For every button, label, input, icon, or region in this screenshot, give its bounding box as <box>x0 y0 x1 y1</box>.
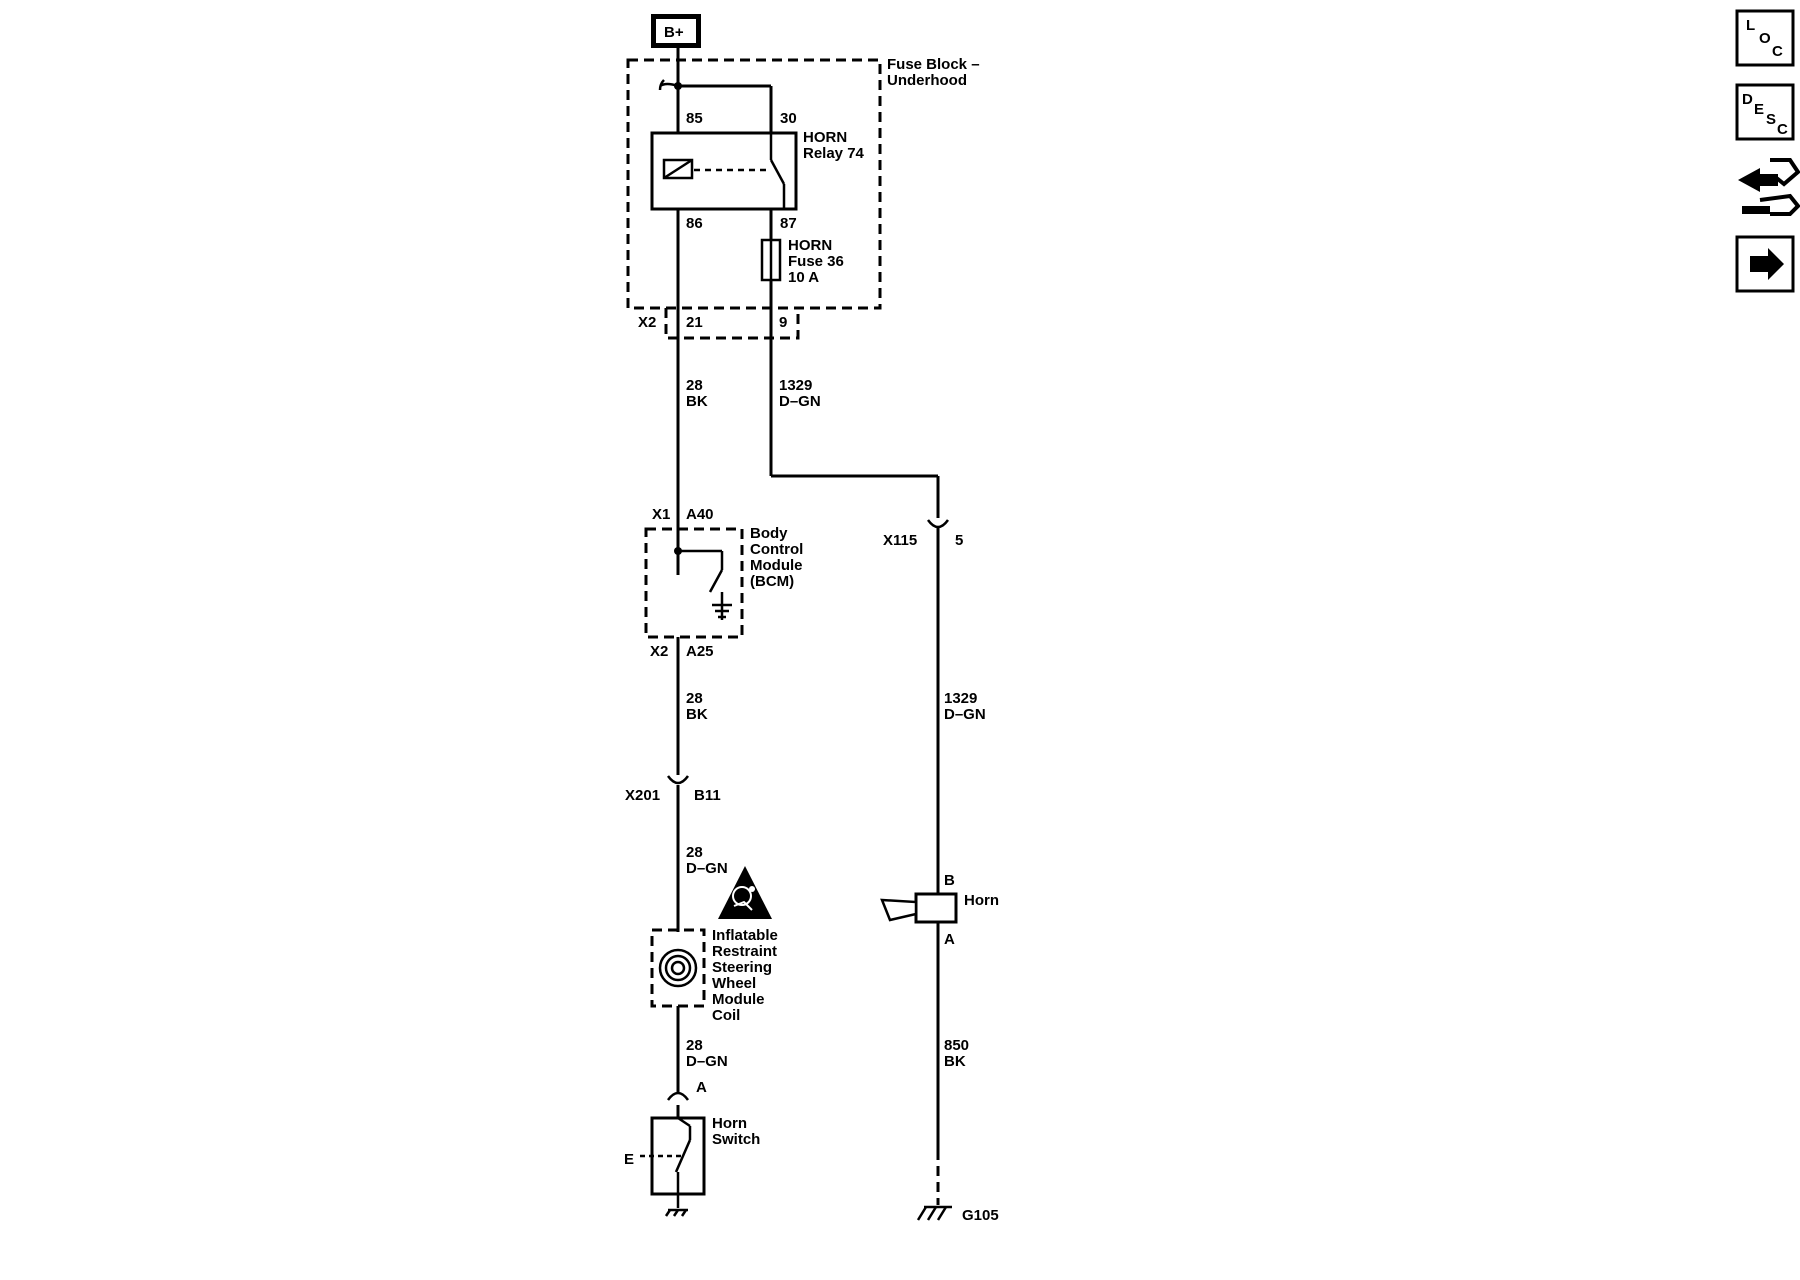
x2-top-connector: X2 <box>638 314 656 331</box>
wire-850-circuit: 850 <box>944 1037 969 1054</box>
wire-28-color-4: D–GN <box>686 1053 728 1070</box>
horn-switch-line1: Horn <box>712 1115 747 1132</box>
airbag-warning-icon <box>718 866 772 919</box>
x115-connector-icon <box>926 519 950 529</box>
fuse-block-outline <box>626 58 882 310</box>
relay-name: HORN <box>803 129 847 146</box>
loc-l: L <box>1746 17 1755 34</box>
bcm-line4: (BCM) <box>750 573 794 590</box>
wire-1329-color-2: D–GN <box>944 706 986 723</box>
wire-1329-circuit-2: 1329 <box>944 690 977 707</box>
battery-positive-source: B+ <box>651 14 701 48</box>
relay-pin-87: 87 <box>780 215 797 232</box>
fuse-id: Fuse 36 <box>788 253 844 270</box>
horn-relay <box>650 131 798 211</box>
horn-pin-b: B <box>944 872 955 889</box>
horn-icon <box>880 898 918 922</box>
x2-top-pin-21: 21 <box>686 314 703 331</box>
desc-s: S <box>1766 111 1776 128</box>
wire-28-color-1: BK <box>686 393 708 410</box>
bcm-a25: A25 <box>686 643 714 660</box>
x201-connector: X201 <box>625 787 660 804</box>
loc-o: O <box>1759 30 1771 47</box>
loc-button[interactable]: L O C <box>1735 9 1795 67</box>
relay-pin-85: 85 <box>686 110 703 127</box>
fuse-block-subtitle: Underhood <box>887 72 967 89</box>
coil-line6: Coil <box>712 1007 740 1024</box>
relay-id: Relay 74 <box>803 145 865 162</box>
wire-850-color: BK <box>944 1053 966 1070</box>
horn-switch-line2: Switch <box>712 1131 760 1148</box>
b-plus-label: B+ <box>664 24 684 41</box>
wire-28-circuit-1: 28 <box>686 377 703 394</box>
horn-switch-e-mark: E <box>624 1151 634 1168</box>
x201-pin: B11 <box>694 787 721 804</box>
clockspring-coil-icon <box>658 948 698 988</box>
horn-pin-a: A <box>944 931 955 948</box>
horn-switch-ground-icon <box>664 1194 688 1217</box>
horn-switch-connector-icon <box>666 1091 690 1101</box>
connector-pinout-icon <box>1738 158 1800 216</box>
ground-label: G105 <box>962 1207 999 1224</box>
x115-pin: 5 <box>955 532 963 549</box>
desc-d: D <box>1742 91 1753 108</box>
bcm-line3: Module <box>750 557 803 574</box>
wire-28-circuit-4: 28 <box>686 1037 703 1054</box>
relay-coil-icon <box>662 158 694 180</box>
coil-line1: Inflatable <box>712 927 778 944</box>
bcm-ground-icon <box>712 603 732 620</box>
bcm-x1: X1 <box>652 506 670 523</box>
horn-body <box>914 892 958 924</box>
bcm-line2: Control <box>750 541 803 558</box>
coil-line2: Restraint <box>712 943 777 960</box>
wire-28-circuit-2: 28 <box>686 690 703 707</box>
connector-pinout-button[interactable] <box>1738 158 1800 216</box>
coil-line5: Module <box>712 991 765 1008</box>
coil-line3: Steering <box>712 959 772 976</box>
wire-1329-color-1: D–GN <box>779 393 821 410</box>
x201-connector-icon <box>666 775 690 785</box>
loc-c: C <box>1772 43 1783 60</box>
fuse-block-title: Fuse Block – <box>887 56 980 73</box>
relay-pin-86: 86 <box>686 215 703 232</box>
fuse-rating: 10 A <box>788 269 819 286</box>
wire-28-color-3: D–GN <box>686 860 728 877</box>
x2-connector-outline <box>664 308 800 340</box>
wire-28-color-2: BK <box>686 706 708 723</box>
desc-button[interactable]: D E S C <box>1735 83 1795 141</box>
bcm-x2: X2 <box>650 643 668 660</box>
wire-1329-circuit-1: 1329 <box>779 377 812 394</box>
bcm-a40: A40 <box>686 506 714 523</box>
g105-ground-icon <box>916 1205 952 1221</box>
relay-pin-30: 30 <box>780 110 797 127</box>
bcm-outline <box>644 527 744 639</box>
wire-28-circuit-3: 28 <box>686 844 703 861</box>
desc-c: C <box>1777 121 1788 138</box>
x115-connector: X115 <box>883 532 917 549</box>
bcm-line1: Body <box>750 525 788 542</box>
desc-e: E <box>1754 101 1764 118</box>
x2-top-pin-9: 9 <box>779 314 787 331</box>
horn-label: Horn <box>964 892 999 909</box>
fuse-name: HORN <box>788 237 832 254</box>
coil-line4: Wheel <box>712 975 756 992</box>
arrow-right-icon <box>1750 248 1784 280</box>
horn-switch-pin: A <box>696 1079 707 1096</box>
next-button[interactable] <box>1735 235 1795 293</box>
